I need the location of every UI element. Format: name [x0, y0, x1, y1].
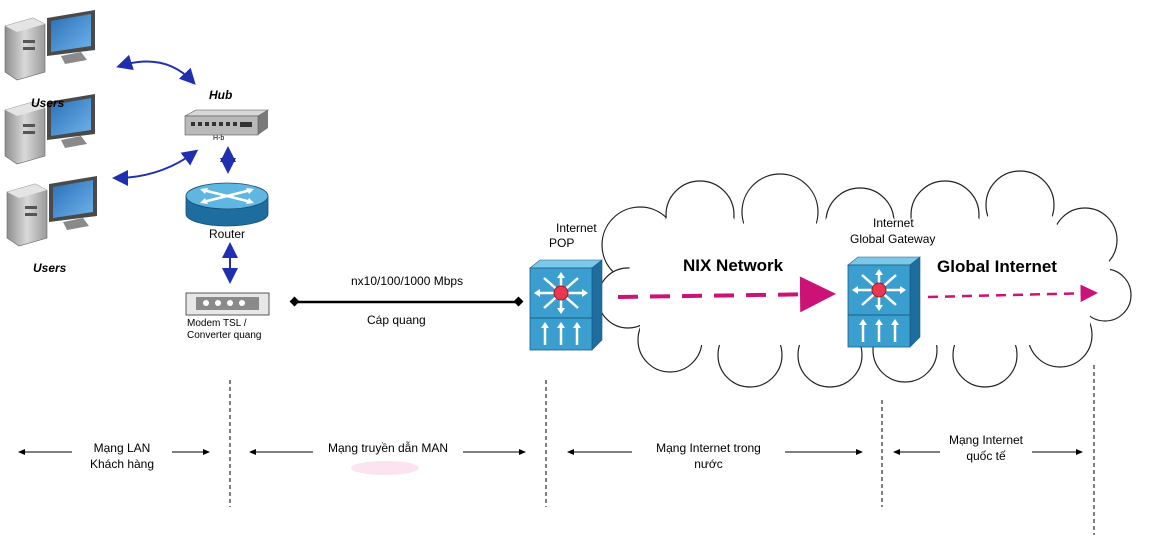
segment-domestic-label: Mạng Internet trong nước	[632, 440, 785, 472]
segment-label-line1: Mạng Internet	[948, 433, 1024, 447]
segment-man-label: Mạng truyền dẫn MAN	[313, 440, 463, 456]
gateway-label-line2: Global Gateway	[850, 232, 936, 246]
hub-tiny-label: H-b	[213, 135, 225, 142]
users-label-top: Users	[31, 96, 65, 110]
pop-label-line1: Internet	[556, 221, 597, 235]
hub-label: Hub	[209, 88, 233, 102]
segment-separators	[229, 365, 1095, 535]
nix-traffic-arrow	[617, 276, 836, 313]
segment-label-line1: Mạng truyền dẫn MAN	[327, 441, 449, 455]
multilayer-switch-icon	[846, 255, 922, 349]
gateway-label-line1: Internet	[873, 216, 914, 230]
nix-network-label: NIX Network	[683, 256, 784, 275]
global-internet-label: Global Internet	[937, 257, 1057, 276]
modem-label-line1: Modem TSL /	[187, 318, 247, 329]
segment-label-line2: Khách hàng	[89, 457, 155, 471]
link-speed-label: nx10/100/1000 Mbps	[351, 274, 464, 288]
segment-label-line2: quốc tế	[966, 449, 1006, 463]
router-label: Router	[209, 227, 246, 241]
modem-label-line2: Converter quang	[187, 330, 262, 341]
multilayer-switch-icon	[528, 258, 604, 352]
global-traffic-arrow	[927, 284, 1098, 303]
hub-icon	[184, 109, 270, 136]
segment-lan-label: Mạng LAN Khách hàng	[72, 440, 172, 472]
user-computer-icon	[6, 175, 98, 247]
link-medium-label: Cáp quang	[367, 313, 426, 327]
pop-label-line2: POP	[549, 236, 575, 250]
segment-label-line1: Mạng Internet trong	[656, 441, 761, 455]
segment-international-label: Mạng Internet quốc tế	[940, 432, 1032, 464]
user-computer-icon	[4, 9, 96, 81]
segment-label-line2: nước	[694, 457, 723, 471]
segment-label-line1: Mạng LAN	[93, 441, 151, 455]
users-label-bottom: Users	[33, 261, 67, 275]
router-icon	[185, 182, 269, 227]
modem-icon	[185, 292, 270, 316]
